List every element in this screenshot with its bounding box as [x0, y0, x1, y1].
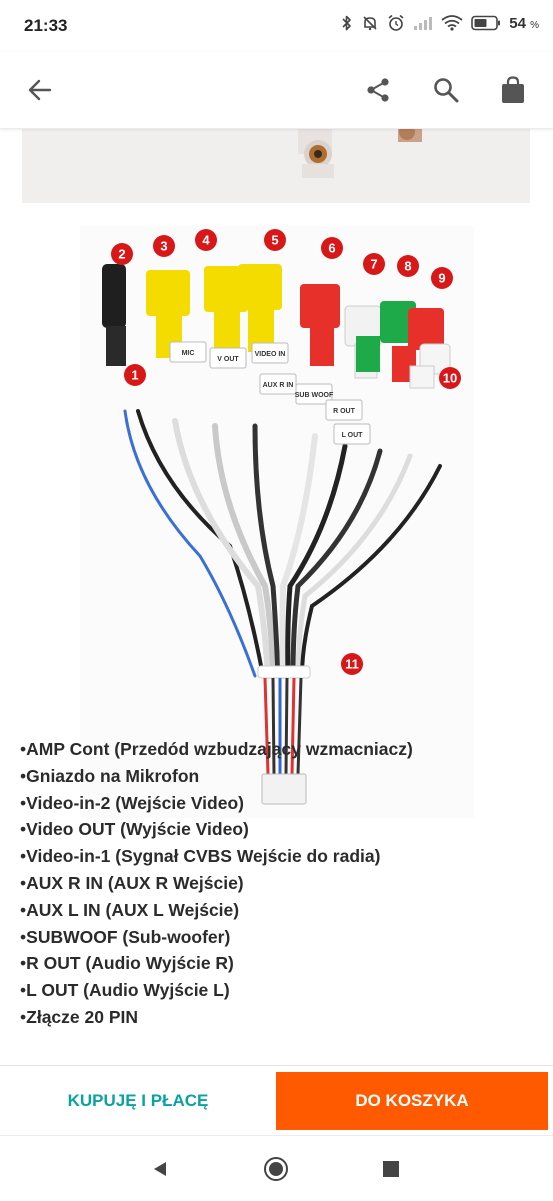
cable-tag-label: SUB WOOF: [295, 392, 334, 399]
callout-3: 3: [153, 235, 175, 257]
battery-icon: [471, 15, 501, 31]
wifi-icon: [441, 15, 463, 31]
nav-back-icon: [154, 1162, 166, 1176]
feature-item: Złącze 20 PIN: [20, 1004, 413, 1031]
callout-5: 5: [264, 229, 286, 251]
share-icon: [367, 78, 389, 102]
bluetooth-icon: [341, 14, 353, 32]
callout-7: 7: [363, 253, 385, 275]
feature-item: SUBWOOF (Sub-woofer): [20, 924, 413, 951]
callout-1: 1: [124, 364, 146, 386]
alarm-icon: [387, 14, 405, 32]
shopping-bag-icon: [502, 76, 524, 103]
feature-item: Video-in-2 (Wejście Video): [20, 790, 413, 817]
battery-percent-sign: %: [530, 19, 539, 31]
callout-number: 2: [118, 247, 125, 262]
callout-11: 11: [341, 653, 363, 675]
feature-item: Video OUT (Wyjście Video): [20, 816, 413, 843]
callout-number: 6: [328, 241, 335, 256]
status-icons: 54 %: [341, 14, 539, 32]
cable-tag: SUB WOOF: [295, 383, 334, 405]
callout-2: 2: [111, 243, 133, 265]
callout-number: 11: [345, 657, 359, 672]
cable-tag-label: VIDEO IN: [255, 351, 286, 358]
cable-tag-label: L OUT: [342, 432, 364, 439]
cable-tag-label: AUX R IN: [263, 382, 294, 389]
cable-tag-label: V OUT: [217, 356, 239, 363]
status-time: 21:33: [24, 16, 68, 35]
feature-item: L OUT (Audio Wyjście L): [20, 977, 413, 1004]
callout-number: 4: [202, 233, 210, 248]
nav-recent-icon: [383, 1161, 399, 1177]
cable-tag: V OUT: [209, 347, 247, 369]
back-arrow-icon: [28, 79, 52, 101]
cable-tag: L OUT: [333, 423, 371, 445]
mute-icon: [361, 14, 379, 32]
nav-back-button[interactable]: [147, 1156, 173, 1182]
add-to-cart-button[interactable]: DO KOSZYKA: [276, 1072, 548, 1130]
callout-9: 9: [431, 267, 453, 289]
signal-icon: [413, 15, 433, 31]
feature-item: Gniazdo na Mikrofon: [20, 763, 413, 790]
cart-button[interactable]: [495, 72, 531, 108]
features-list: AMP Cont (Przedód wzbudzający wzmacniacz…: [20, 736, 413, 1031]
system-nav-bar: [0, 1135, 553, 1201]
feature-item: R OUT (Audio Wyjście R): [20, 950, 413, 977]
callout-6: 6: [321, 237, 343, 259]
battery-percent-value: 54: [509, 14, 526, 32]
callout-number: 8: [404, 259, 411, 274]
previous-product-image: [22, 128, 530, 203]
app-bar: [0, 52, 553, 129]
callout-number: 9: [438, 271, 445, 286]
feature-item: AUX R IN (AUX R Wejście): [20, 870, 413, 897]
search-button[interactable]: [428, 72, 464, 108]
bottom-action-bar: KUPUJĘ I PŁACĘ DO KOSZYKA: [0, 1065, 553, 1136]
buy-now-button[interactable]: KUPUJĘ I PŁACĘ: [67, 1091, 209, 1110]
callout-number: 3: [160, 239, 167, 254]
cable-tag: R OUT: [325, 399, 363, 421]
feature-item: Video-in-1 (Sygnał CVBS Wejście do radia…: [20, 843, 413, 870]
search-icon: [434, 78, 459, 103]
feature-item: AUX L IN (AUX L Wejście): [20, 897, 413, 924]
callout-8: 8: [397, 255, 419, 277]
back-button[interactable]: [22, 72, 58, 108]
callout-number: 7: [370, 257, 377, 272]
callout-10: 10: [439, 367, 461, 389]
nav-home-icon: [264, 1157, 288, 1181]
callout-number: 10: [443, 371, 457, 386]
cable-tag-label: MIC: [182, 350, 195, 357]
callout-4: 4: [195, 229, 217, 251]
cable-tag: VIDEO IN: [251, 342, 289, 364]
status-bar: 21:33 54 %: [0, 0, 553, 52]
feature-item: AMP Cont (Przedód wzbudzający wzmacniacz…: [20, 736, 413, 763]
cable-tag: MIC: [169, 341, 207, 363]
cable-tag: AUX R IN: [259, 373, 297, 395]
battery-percent: 54 %: [509, 15, 539, 32]
callout-number: 5: [271, 233, 278, 248]
nav-recent-button[interactable]: [378, 1156, 404, 1182]
share-button[interactable]: [360, 72, 396, 108]
cable-tag-label: R OUT: [333, 408, 356, 415]
nav-home-button[interactable]: [263, 1156, 289, 1182]
callout-number: 1: [131, 368, 138, 383]
